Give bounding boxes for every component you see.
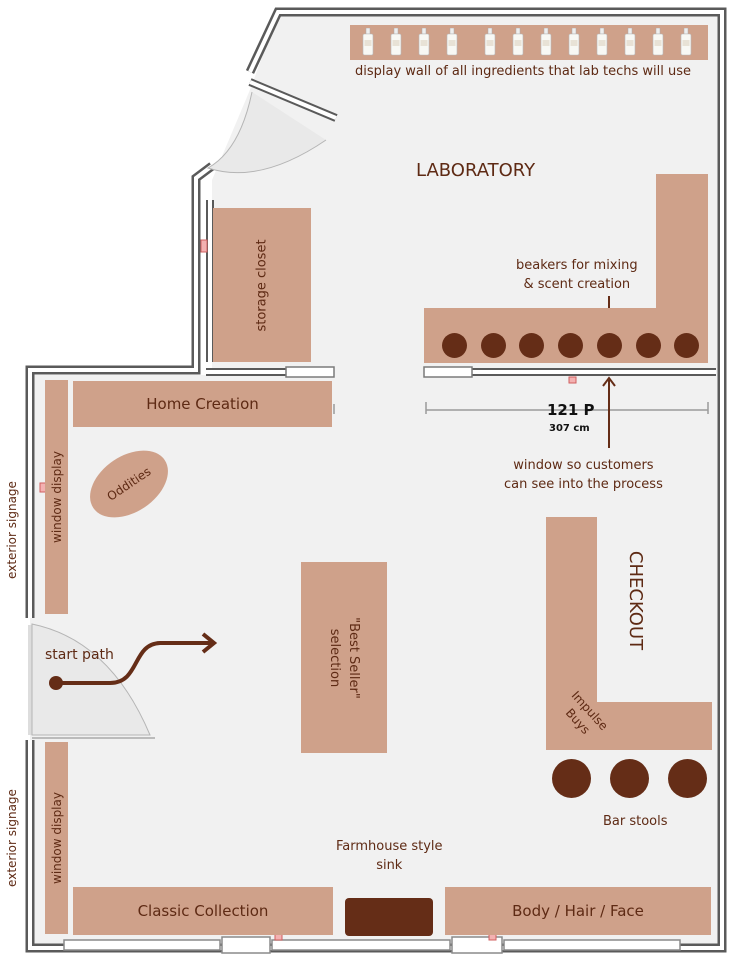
- farmhouse-sink-label: Farmhouse style sink: [336, 839, 443, 873]
- ingredient-bottle: [512, 28, 524, 56]
- front-windows: [63, 936, 681, 954]
- lab-window-label: window so customers can see into the pro…: [504, 458, 663, 492]
- checkout-label: CHECKOUT: [625, 550, 647, 650]
- checkout-title-box: CHECKOUT: [616, 520, 656, 680]
- ingredient-bottle: [418, 28, 430, 56]
- farmhouse-sink: [345, 898, 433, 936]
- ingredient-bottle: [390, 28, 402, 56]
- oddities-label: Oddities: [104, 464, 154, 504]
- window-display-bottom-label: window display: [49, 792, 64, 884]
- impulse-buys-label: Impulse Buys: [563, 688, 612, 737]
- beakers-label: beakers for mixing & scent creation: [516, 258, 638, 292]
- bar-stool: [610, 759, 649, 798]
- storage-closet-label: storage closet: [254, 238, 270, 332]
- bar-stools-label: Bar stools: [603, 814, 668, 829]
- ingredient-bottle: [446, 28, 458, 56]
- ingredient-bottle: [484, 28, 496, 56]
- start-path-label: start path: [45, 647, 114, 663]
- home-creation-shelf: Home Creation: [73, 381, 332, 427]
- laboratory-title: LABORATORY: [416, 160, 536, 181]
- dimension-label: 121 P: [547, 401, 595, 419]
- classic-collection-shelf: Classic Collection: [73, 887, 333, 935]
- best-seller-label: "Best Seller" selection: [326, 616, 361, 699]
- bar-stool: [668, 759, 707, 798]
- storage-closet: storage closet: [213, 208, 311, 362]
- checkout-counter-horizontal: [546, 702, 712, 750]
- entrance-door: [28, 623, 155, 739]
- body-hair-face-label: Body / Hair / Face: [512, 902, 644, 920]
- dimension-sublabel: 307 cm: [549, 423, 590, 434]
- ingredient-display-wall: [350, 25, 708, 60]
- ingredient-bottle: [568, 28, 580, 56]
- bar-stool: [552, 759, 591, 798]
- best-seller-table: "Best Seller" selection: [301, 562, 387, 753]
- beaker: [480, 333, 506, 358]
- body-hair-face-shelf: Body / Hair / Face: [445, 887, 711, 935]
- classic-collection-label: Classic Collection: [137, 902, 269, 920]
- beaker: [635, 333, 661, 358]
- lab-counter-vertical: [656, 174, 708, 310]
- window-display-top-label: window display: [49, 451, 64, 543]
- window-arrow: [602, 376, 616, 448]
- start-path-arrow: [49, 632, 218, 690]
- ingredient-bottle: [596, 28, 608, 56]
- home-creation-label: Home Creation: [146, 395, 259, 413]
- lab-partition-wall: [206, 200, 716, 378]
- window-display-bottom: window display: [45, 742, 68, 934]
- exterior-signage-bottom: exterior signage: [0, 748, 24, 928]
- window-display-top: window display: [45, 380, 68, 614]
- impulse-buys-box: Impulse Buys: [546, 688, 622, 744]
- beaker: [674, 333, 700, 358]
- ingredient-bottle: [362, 28, 374, 56]
- beaker: [519, 333, 545, 358]
- beaker: [558, 333, 584, 358]
- exterior-signage-bottom-label: exterior signage: [5, 789, 20, 887]
- ingredient-bottle: [680, 28, 692, 56]
- beaker: [442, 333, 467, 358]
- exterior-signage-top: exterior signage: [0, 440, 24, 620]
- ingredient-bottle: [624, 28, 636, 56]
- lab-door: [206, 78, 338, 174]
- ingredient-bottle: [652, 28, 664, 56]
- display-wall-label: display wall of all ingredients that lab…: [355, 64, 691, 79]
- exterior-signage-top-label: exterior signage: [5, 481, 20, 579]
- beaker: [596, 333, 622, 358]
- ingredient-bottle: [540, 28, 552, 56]
